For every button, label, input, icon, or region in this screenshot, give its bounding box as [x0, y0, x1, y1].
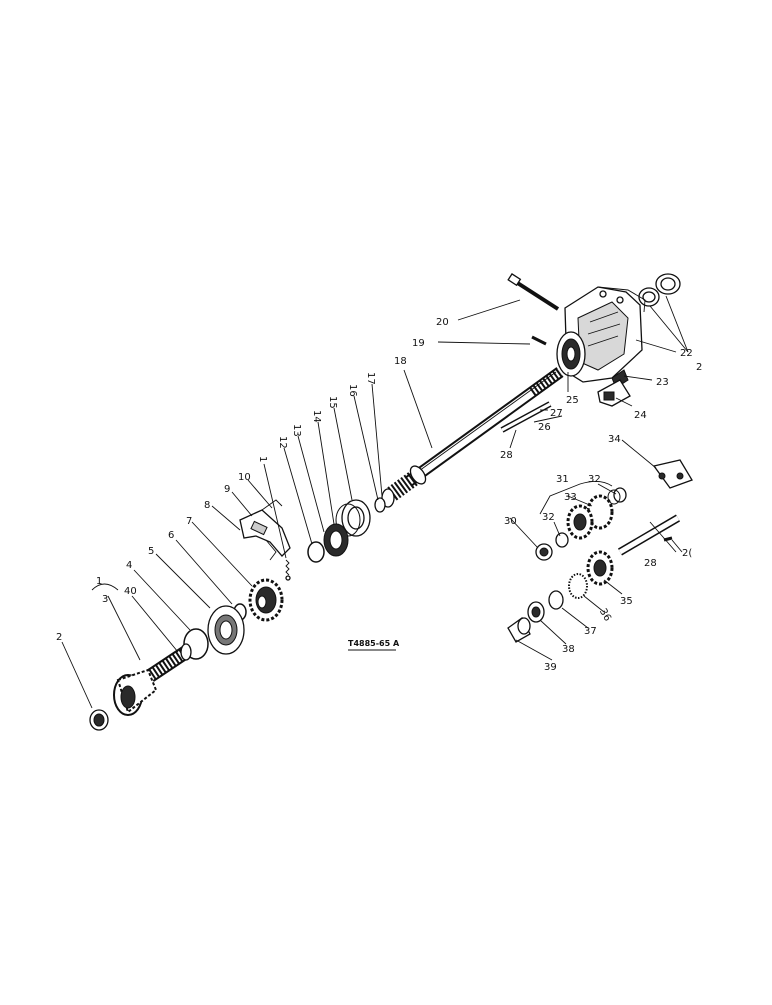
callout-33: 33 [564, 492, 577, 503]
callout-18: 18 [394, 356, 407, 367]
callout-2-bottom: 2 [56, 632, 62, 643]
sleeve-part-39 [507, 617, 531, 643]
input-shaft-part-3 [113, 643, 192, 716]
callout-13: 13 [291, 424, 302, 437]
callout-3: 3 [102, 594, 108, 605]
bushing-part-32b [555, 532, 569, 548]
pin-part-19 [531, 335, 547, 346]
cluster-gear-part-33 [566, 494, 614, 540]
callout-14: 14 [311, 410, 322, 423]
shaft-part-21 [617, 514, 681, 556]
roller-bearing-part-14 [323, 523, 349, 557]
part-drawings [89, 273, 693, 731]
callout-20: 20 [436, 317, 449, 328]
callout-32-bottom: 32 [542, 512, 555, 523]
callout-7: 7 [186, 516, 192, 527]
callout-36: 36 [597, 607, 613, 624]
callout-23: 23 [656, 377, 669, 388]
bearing-part-15 [335, 499, 371, 537]
bolt-part-20 [507, 273, 560, 311]
callout-16: 16 [347, 384, 358, 397]
bushing-part-37 [548, 590, 564, 610]
leader-lines [61, 295, 689, 709]
bushing-part-2-bottom [89, 709, 109, 731]
gearbox-housing [556, 286, 646, 383]
callout-34: 34 [608, 434, 621, 445]
callout-32-top: 32 [588, 474, 601, 485]
snap-ring-part-12 [307, 541, 325, 563]
callout-10: 10 [238, 472, 251, 483]
callout-9: 9 [224, 484, 230, 495]
ball-bearing-part-5 [207, 605, 245, 655]
bushing-part-30 [535, 543, 553, 561]
callout-26: 26 [538, 422, 551, 433]
callout-2-top: 2 [696, 362, 702, 373]
rod-part-26 [500, 401, 552, 433]
spacer-part-16 [374, 497, 386, 513]
callout-labels: 20 19 2 22 23 24 25 27 26 28 18 17 16 15… [56, 317, 702, 673]
reference-code: T4885-65 A [348, 639, 400, 648]
needle-bearing-part-36 [568, 573, 588, 599]
shift-fork-part-10 [239, 499, 291, 561]
washer-part-38 [527, 601, 545, 623]
shaft-part-18 [381, 367, 564, 508]
callout-25: 25 [566, 395, 579, 406]
callout-15: 15 [327, 396, 338, 409]
callout-6: 6 [168, 530, 174, 541]
callout-21: 2( [682, 548, 692, 559]
callout-11: 1 [257, 456, 268, 462]
callout-35: 35 [620, 596, 633, 607]
plate-part-34 [652, 459, 693, 489]
callout-28-left: 28 [500, 450, 513, 461]
callout-28-right: 28 [644, 558, 657, 569]
callout-12: 12 [277, 436, 288, 449]
callout-31: 31 [556, 474, 569, 485]
reference-code-block: T4885-65 A [348, 639, 400, 651]
seal-parts-2-top [638, 273, 681, 307]
callout-37: 37 [584, 626, 597, 637]
callout-24: 24 [634, 410, 647, 421]
callout-27: 27 [550, 408, 563, 419]
spring-part-11 [285, 559, 291, 581]
callout-30: 30 [504, 516, 517, 527]
callout-19: 19 [412, 338, 425, 349]
callout-40: 40 [124, 586, 137, 597]
callout-4: 4 [126, 560, 132, 571]
callout-8: 8 [204, 500, 210, 511]
callout-5: 5 [148, 546, 154, 557]
callout-22: 22 [680, 348, 693, 359]
callout-38: 38 [562, 644, 575, 655]
callout-39: 39 [544, 662, 557, 673]
bushing-part-32a [607, 487, 627, 505]
callout-1: 1 [96, 576, 102, 587]
gear-part-35 [586, 550, 614, 586]
callout-17: 17 [365, 372, 376, 385]
gear-part-7 [248, 578, 284, 622]
